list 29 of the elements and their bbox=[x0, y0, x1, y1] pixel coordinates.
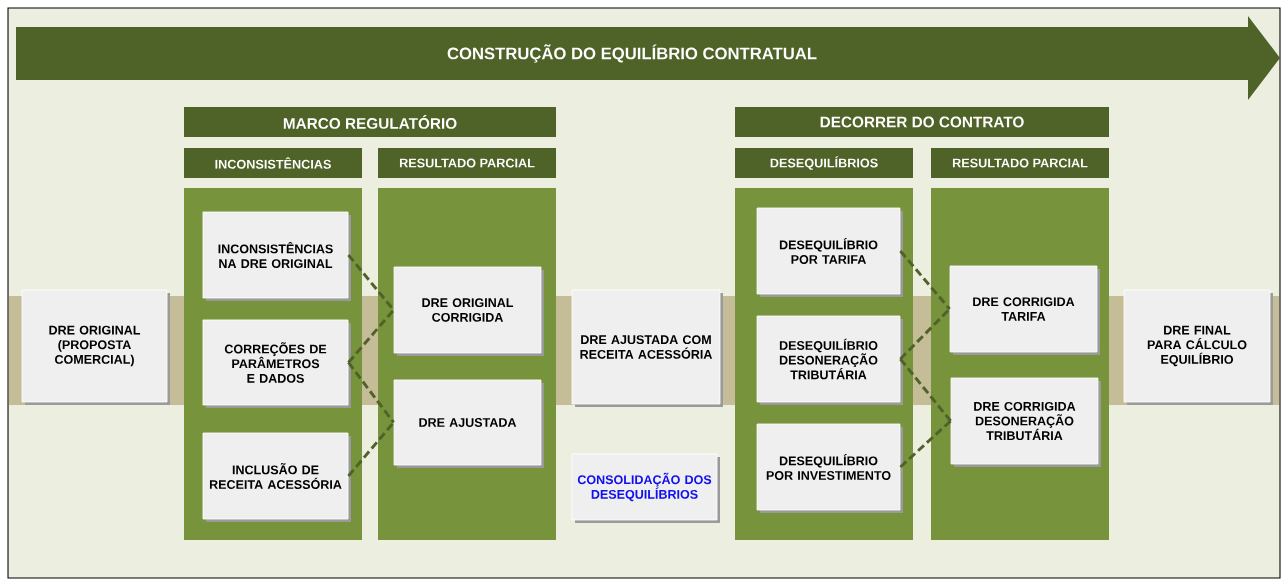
section-header: DECORRER DO CONTRATO bbox=[735, 107, 1109, 137]
dashed-connector bbox=[347, 309, 395, 364]
dashed-connector bbox=[347, 254, 395, 311]
process-box: DESEQUILÍBRIO POR INVESTIMENTO bbox=[756, 423, 903, 513]
dashed-connector bbox=[899, 358, 952, 422]
dashed-connector bbox=[347, 361, 395, 424]
node-label: INCONSISTÊNCIAS bbox=[215, 157, 331, 169]
process-box: CORREÇÕES DE PARÂMETROS E DADOS bbox=[202, 319, 351, 408]
process-box: DRE AJUSTADA COM RECEITA ACESSÓRIA bbox=[571, 289, 723, 407]
process-box: DRE CORRIGIDA DESONERAÇÃO TRIBUTÁRIA bbox=[950, 377, 1101, 467]
arrow-banner: CONSTRUÇÃO DO EQUILÍBRIO CONTRATUAL bbox=[16, 16, 1280, 100]
process-box: DRE FINAL PARA CÁLCULO EQUILÍBRIO bbox=[1123, 289, 1273, 405]
process-box: CONSOLIDAÇÃO DOS DESEQUILÍBRIOS bbox=[571, 453, 720, 523]
process-box: INCLUSÃO DE RECEITA ACESSÓRIA bbox=[202, 432, 351, 522]
process-box: DRE ORIGINAL (PROPOSTA COMERCIAL) bbox=[21, 289, 170, 405]
process-box: DRE CORRIGIDA TARIFA bbox=[949, 265, 1100, 355]
dashed-connector bbox=[899, 307, 951, 361]
node-label: RESULTADO PARCIAL bbox=[399, 158, 535, 168]
process-box: DRE AJUSTADA bbox=[393, 379, 544, 468]
node-label: RESULTADO PARCIAL bbox=[952, 158, 1088, 168]
dashed-connector bbox=[899, 419, 952, 469]
node-label: DESEQUILÍBRIOS bbox=[770, 156, 878, 170]
section-header: MARCO REGULATÓRIO bbox=[184, 107, 556, 137]
dashed-connector bbox=[899, 250, 951, 310]
process-box: DESEQUILÍBRIO DESONERAÇÃO TRIBUTÁRIA bbox=[756, 315, 903, 405]
dashed-connector bbox=[347, 421, 395, 477]
process-box: DRE ORIGINAL CORRIGIDA bbox=[393, 266, 544, 356]
process-box: INCONSISTÊNCIAS NA DRE ORIGINAL bbox=[202, 211, 351, 301]
process-box: DESEQUILÍBRIO POR TARIFA bbox=[756, 207, 903, 297]
